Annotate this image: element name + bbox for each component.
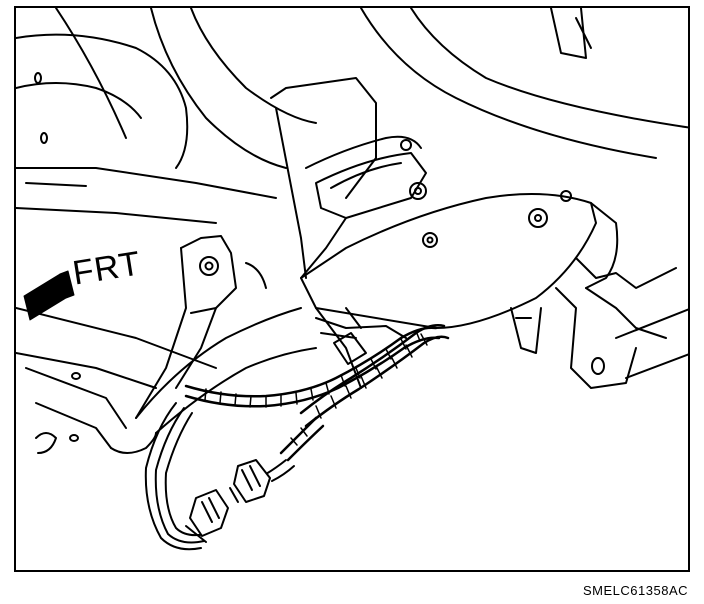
harness-loom [184,324,450,462]
harness-clip [315,307,407,365]
body-panel-upper-left [16,8,317,169]
mounting-plate [300,190,677,339]
right-bracket [510,287,688,389]
sensor-wires [144,402,295,551]
body-panel-upper-right [360,8,688,159]
wiring-harness-illustration [16,8,688,551]
harness-loom-ribs [204,330,428,446]
front-arrow-icon [23,270,75,321]
figure-code: SMELC61358AC [583,583,688,598]
wire-connector-upper [229,459,271,503]
axle-tube [110,307,362,454]
center-bracket [270,77,427,279]
wire-connector-lower [185,489,229,543]
diagram-frame: FRT [14,6,690,572]
frame-crossmember [16,167,277,454]
left-upright-bracket [135,235,267,419]
